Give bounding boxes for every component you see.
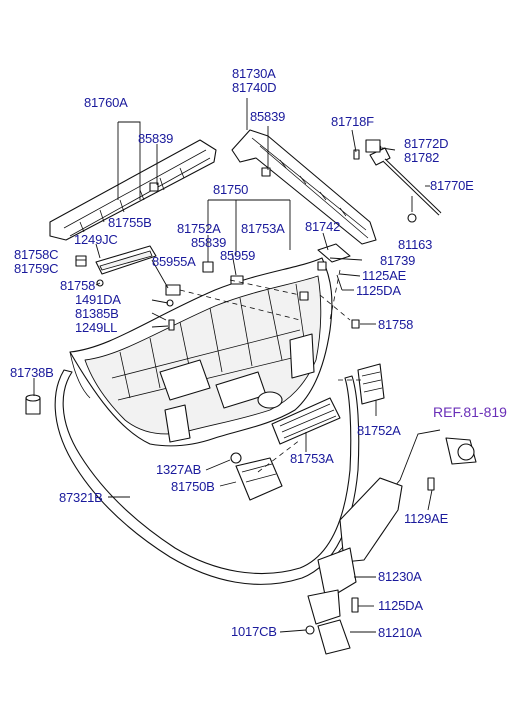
label-81782: 81782 [404,150,440,165]
label-81758-left: 81758 [60,278,96,293]
latch-assembly-81230A [305,429,477,655]
weatherstrip-87321B [54,369,360,585]
label-81758C: 81758C [14,247,59,262]
label-81760A: 81760A [84,95,128,110]
label-81750: 81750 [213,182,249,197]
label-81718F: 81718F [331,114,374,129]
label-81753A-lower: 81753A [290,451,334,466]
label-81742: 81742 [305,219,341,234]
label-81739: 81739 [380,253,416,268]
label-81738B: 81738B [10,365,54,380]
label-1017CB: 1017CB [231,624,277,639]
label-81758-right: 81758 [378,317,414,332]
leader-lines [33,98,433,633]
label-81753A: 81753A [241,221,285,236]
label-1327AB: 1327AB [156,462,202,477]
label-85955A: 85955A [152,254,196,269]
label-81759C: 81759C [14,261,59,276]
label-85839-center: 85839 [191,235,227,250]
label-1249LL: 1249LL [75,320,118,335]
label-1125DA-lower: 1125DA [378,598,423,613]
label-81163: 81163 [398,237,433,252]
label-1491DA: 1491DA [75,292,121,307]
label-1129AE: 1129AE [404,511,449,526]
tailgate-trim-panel-81750 [69,257,333,447]
label-85839-top-right: 85839 [250,109,286,124]
grille-81752A [357,363,385,405]
label-1125DA: 1125DA [356,283,401,298]
label-85959: 85959 [220,248,256,263]
small-fasteners [25,139,381,464]
cover-81750B [235,457,283,501]
label-81770E: 81770E [430,178,474,193]
label-81772D: 81772D [404,136,449,151]
label-81385B: 81385B [75,306,119,321]
pull-handle-81755B [75,245,157,287]
assembly-lines [179,269,362,473]
label-81230A: 81230A [378,569,422,584]
upper-trim-81760A [49,139,217,241]
label-ref-81-819[interactable]: REF.81-819 [433,404,507,420]
label-87321B: 87321B [59,490,103,505]
label-81755B: 81755B [108,215,152,230]
label-81750B: 81750B [171,479,215,494]
label-81730A: 81730A [232,66,276,81]
label-1125AE: 1125AE [362,268,407,283]
label-81210A: 81210A [378,625,422,640]
label-81752A: 81752A [177,221,221,236]
label-81752A-lower: 81752A [357,423,401,438]
label-81740D: 81740D [232,80,277,95]
label-1249JC: 1249JC [74,232,118,247]
grille-81753A [271,397,341,445]
label-85839-top-left: 85839 [138,131,174,146]
